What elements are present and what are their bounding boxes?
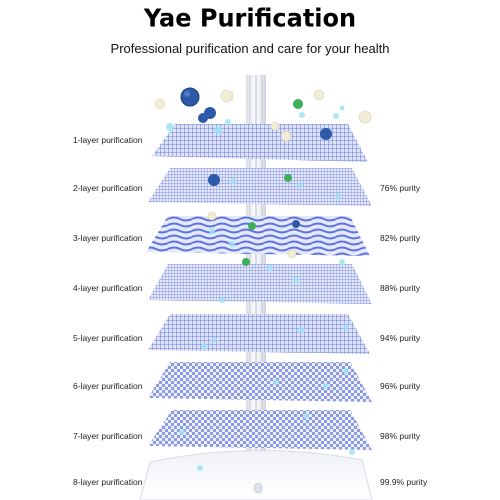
layer-purity-3: 82% purity [380, 233, 421, 243]
layer-label-1: 1-layer purification [73, 135, 143, 145]
layer-label-4: 4-layer purification [73, 283, 143, 293]
layer-purity-5: 94% purity [380, 333, 421, 343]
filter-layer-4 [148, 264, 372, 304]
water-droplets [166, 105, 355, 471]
layer-purity-4: 88% purity [380, 283, 421, 293]
contaminant-particles [154, 87, 372, 266]
page-title: Yae Purification [143, 3, 357, 33]
output-droplet [253, 482, 263, 494]
layer-purity-2: 76% purity [380, 183, 421, 193]
filter-layer-5 [148, 314, 370, 354]
layer-label-7: 7-layer purification [73, 431, 143, 441]
filter-layer-2 [148, 168, 372, 206]
layer-purity-7: 98% purity [380, 431, 421, 441]
layer-purity-6: 96% purity [380, 381, 421, 391]
layer-label-6: 6-layer purification [73, 381, 143, 391]
layer-label-5: 5-layer purification [73, 333, 143, 343]
filter-layer-3 [146, 216, 370, 256]
layer-label-2: 2-layer purification [73, 183, 143, 193]
filter-layer-6 [148, 362, 372, 402]
page-subtitle: Professional purification and care for y… [110, 41, 390, 56]
filter-layer-1 [152, 124, 368, 162]
filter-layer-7 [148, 410, 372, 450]
layer-label-3: 3-layer purification [73, 233, 143, 243]
layer-purity-8: 99.9% purity [380, 477, 428, 487]
layer-label-8: 8-layer purification [73, 477, 143, 487]
filter-layer-8 [139, 449, 373, 500]
